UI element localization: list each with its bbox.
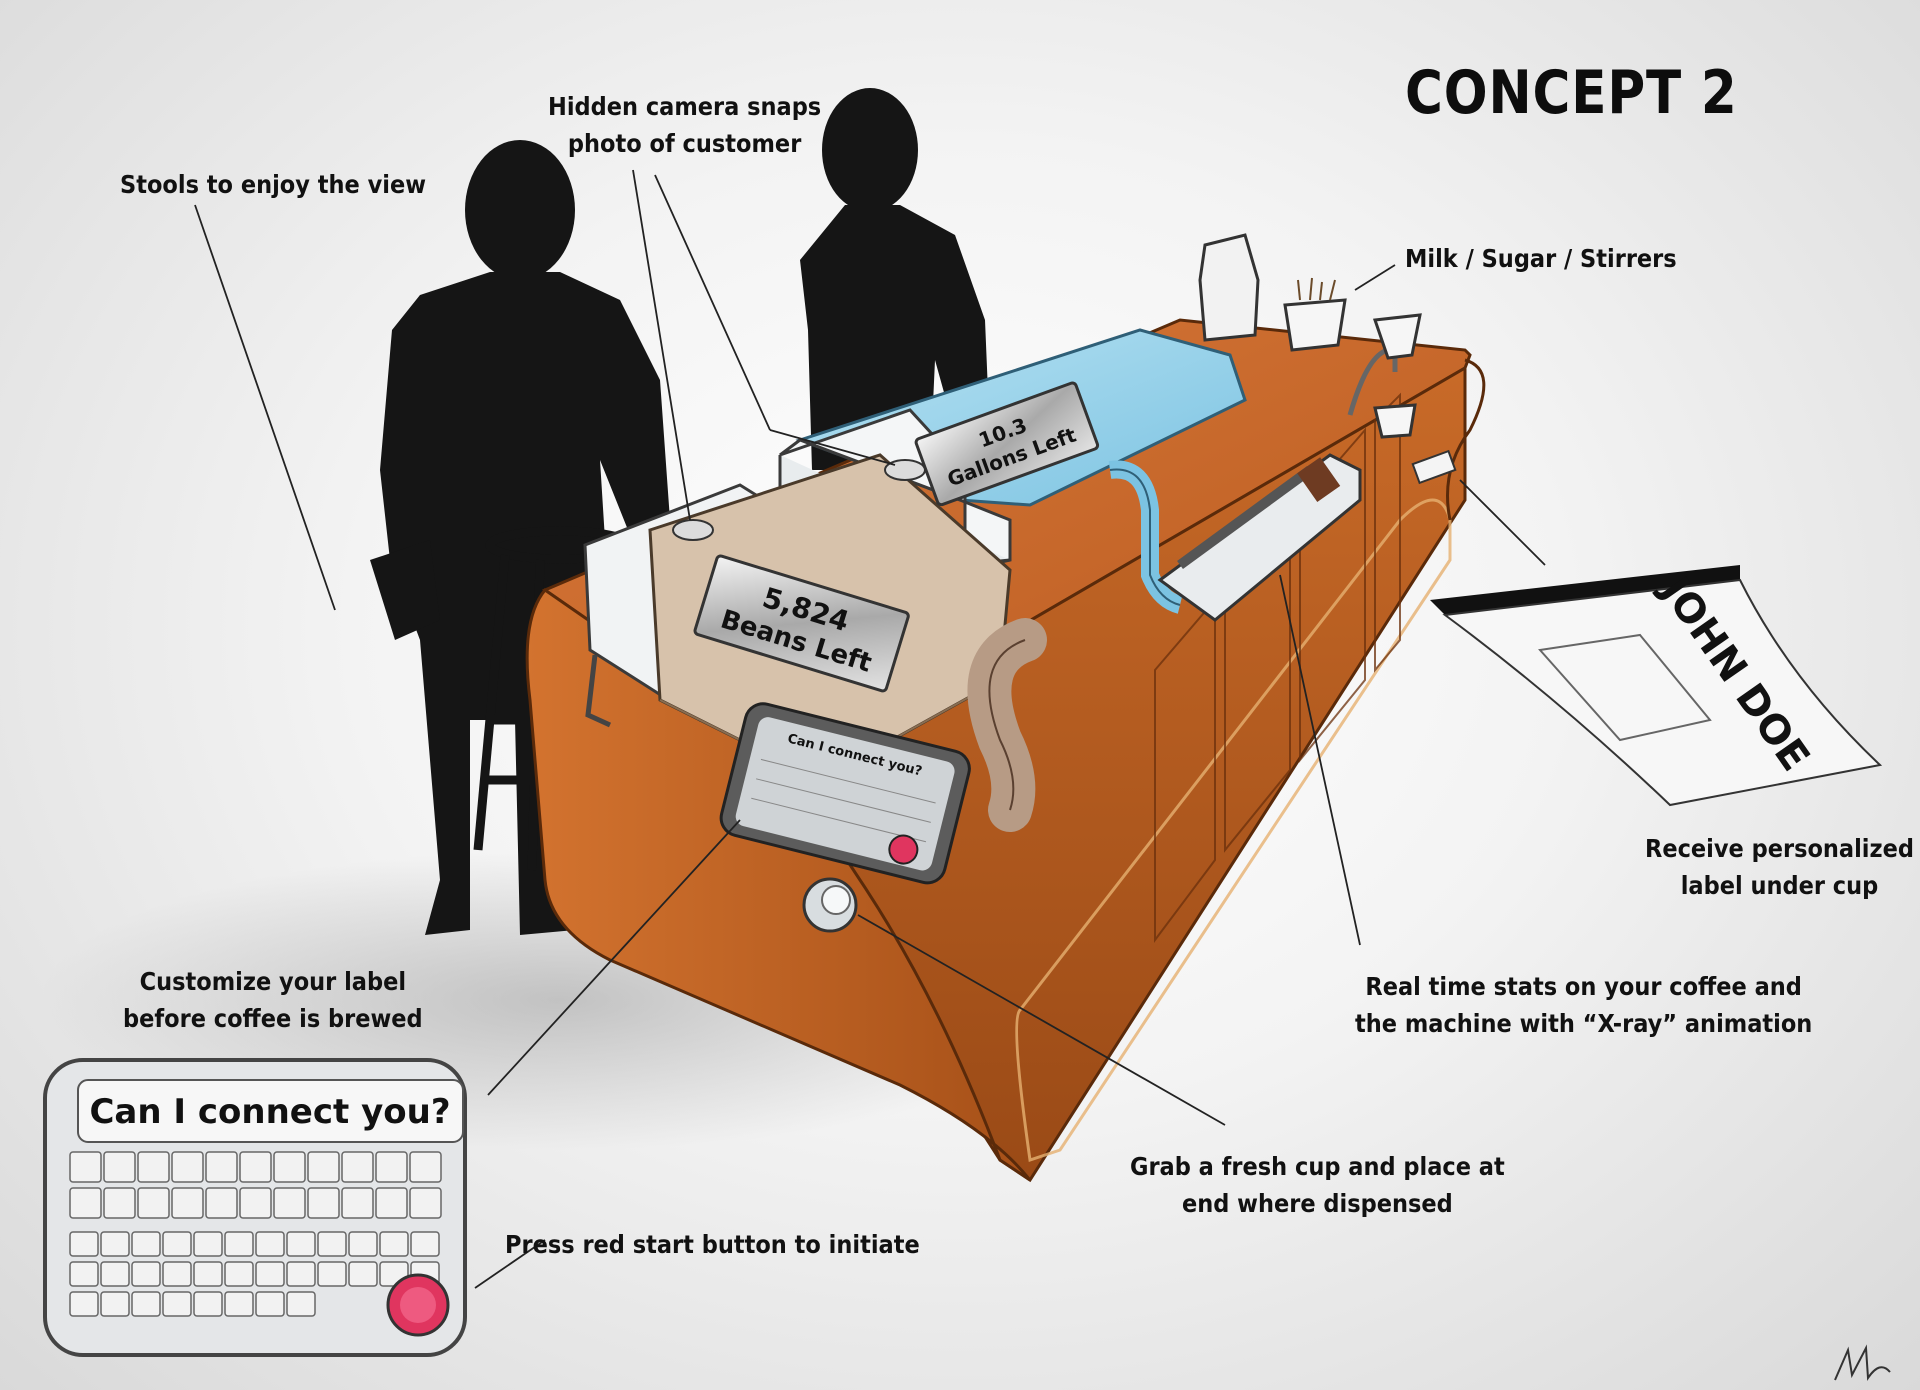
keypad-key[interactable] (100, 1291, 130, 1317)
keypad-key[interactable] (69, 1151, 102, 1183)
annotation-stats-line2: the machine with “X-ray” animation (1355, 1009, 1813, 1038)
printed-label (1430, 565, 1883, 807)
keypad-key[interactable] (255, 1231, 285, 1257)
annotation-press-text: Press red start button to initiate (505, 1230, 920, 1259)
leader-lines (194, 169, 1546, 1289)
keypad-key[interactable] (100, 1261, 130, 1287)
keypad-key[interactable] (193, 1261, 223, 1287)
keypad-key[interactable] (239, 1151, 272, 1183)
person-silhouette-icon (370, 88, 990, 935)
keypad-key[interactable] (239, 1187, 272, 1219)
keypad-key[interactable] (286, 1261, 316, 1287)
annotation-grab-line1: Grab a fresh cup and place at (1130, 1152, 1505, 1181)
keypad-key[interactable] (224, 1231, 254, 1257)
annotation-camera: Hidden camera snaps photo of customer (548, 88, 821, 162)
keypad-key[interactable] (307, 1151, 340, 1183)
keypad-key[interactable] (193, 1231, 223, 1257)
keypad-key[interactable] (375, 1187, 408, 1219)
keypad-key[interactable] (193, 1291, 223, 1317)
keypad-key[interactable] (273, 1151, 306, 1183)
keypad-key[interactable] (317, 1231, 347, 1257)
keypad-key[interactable] (205, 1187, 238, 1219)
keypad-key[interactable] (273, 1187, 306, 1219)
keypad-key[interactable] (103, 1151, 136, 1183)
inset-prompt: Can I connect you? (89, 1092, 450, 1132)
keypad-key[interactable] (410, 1231, 440, 1257)
inset-keypad (43, 1058, 467, 1357)
keypad-key[interactable] (341, 1151, 374, 1183)
keypad-key[interactable] (205, 1151, 238, 1183)
keypad-key[interactable] (100, 1231, 130, 1257)
annotation-stools: Stools to enjoy the view (120, 166, 426, 203)
annotation-customize-line1: Customize your label (139, 967, 407, 996)
water-display (914, 381, 1100, 507)
keypad-key[interactable] (379, 1231, 409, 1257)
keypad-key[interactable] (409, 1187, 442, 1219)
annotation-customize-line2: before coffee is brewed (123, 1004, 423, 1033)
artist-signature-icon (1834, 1344, 1891, 1382)
keypad-key[interactable] (69, 1291, 99, 1317)
keypad-key[interactable] (69, 1231, 99, 1257)
annotation-stats: Real time stats on your coffee and the m… (1355, 968, 1812, 1042)
keypad-key[interactable] (255, 1291, 285, 1317)
keypad-key[interactable] (224, 1261, 254, 1287)
annotation-press: Press red start button to initiate (505, 1226, 920, 1263)
page-title: CONCEPT 2 (1405, 58, 1738, 128)
annotation-milk: Milk / Sugar / Stirrers (1405, 240, 1677, 277)
annotation-milk-text: Milk / Sugar / Stirrers (1405, 244, 1677, 273)
annotation-stats-line1: Real time stats on your coffee and (1365, 972, 1802, 1001)
keypad-key[interactable] (255, 1261, 285, 1287)
annotation-stools-text: Stools to enjoy the view (120, 170, 426, 199)
annotation-camera-line2: photo of customer (567, 129, 802, 158)
keypad-key[interactable] (103, 1187, 136, 1219)
keypad-key[interactable] (131, 1231, 161, 1257)
annotation-label: Receive personalized label under cup (1645, 830, 1914, 904)
annotation-label-line2: label under cup (1680, 871, 1879, 900)
keypad-key[interactable] (409, 1151, 442, 1183)
keypad-key[interactable] (341, 1187, 374, 1219)
keypad-key[interactable] (69, 1187, 102, 1219)
beans-display (693, 554, 910, 693)
keypad-key[interactable] (69, 1261, 99, 1287)
keypad-key[interactable] (131, 1261, 161, 1287)
keypad-key[interactable] (224, 1291, 254, 1317)
keypad-key[interactable] (348, 1231, 378, 1257)
annotation-label-line1: Receive personalized (1645, 834, 1914, 863)
keypad-key[interactable] (317, 1261, 347, 1287)
keypad-key[interactable] (137, 1187, 170, 1219)
keypad-key[interactable] (307, 1187, 340, 1219)
keypad-key[interactable] (171, 1151, 204, 1183)
keypad-key[interactable] (162, 1291, 192, 1317)
keypad-key[interactable] (348, 1261, 378, 1287)
keypad-key[interactable] (162, 1231, 192, 1257)
annotation-customize: Customize your label before coffee is br… (123, 963, 423, 1037)
annotation-camera-line1: Hidden camera snaps (548, 92, 822, 121)
keypad-key[interactable] (375, 1151, 408, 1183)
annotation-grab-line2: end where dispensed (1181, 1189, 1453, 1218)
keypad-key[interactable] (286, 1231, 316, 1257)
keypad-key[interactable] (131, 1291, 161, 1317)
keypad-key[interactable] (286, 1291, 316, 1317)
annotation-grab: Grab a fresh cup and place at end where … (1130, 1148, 1505, 1222)
keypad-key[interactable] (171, 1187, 204, 1219)
start-button-icon (888, 834, 919, 865)
keypad-key[interactable] (137, 1151, 170, 1183)
keypad-key[interactable] (162, 1261, 192, 1287)
